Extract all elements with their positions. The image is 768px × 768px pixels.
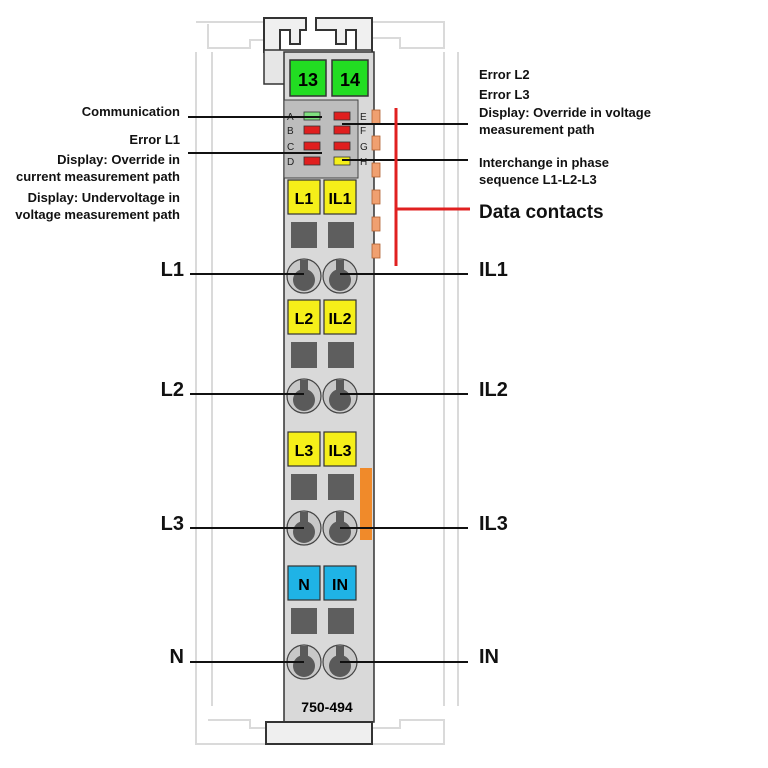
clamp-spring (300, 260, 308, 272)
release-slot (291, 474, 317, 500)
release-slot (328, 342, 354, 368)
data-contact (371, 243, 381, 259)
led-left-d (303, 156, 321, 166)
data-contact (371, 109, 381, 125)
marker-il3 (323, 431, 357, 467)
marker-label: N (298, 577, 310, 594)
marker-il1 (323, 179, 357, 215)
marker-l1 (287, 179, 321, 215)
marker-label: L1 (295, 191, 314, 208)
led-letter-right: G (360, 142, 368, 153)
marker-l2 (287, 299, 321, 335)
model-number: 750-494 (301, 699, 353, 715)
connection-label-il1: IL1 (479, 259, 508, 281)
label-error-l1: Error L1 (129, 132, 180, 147)
data-contact (371, 135, 381, 151)
clamp-spring (336, 380, 344, 392)
connection-label-n: N (169, 646, 184, 668)
data-contact (371, 216, 381, 232)
marker-n (287, 565, 321, 601)
label-interchange: Interchange in phase sequence L1-L2-L3 (479, 155, 610, 187)
marker-label: IL1 (328, 191, 351, 208)
top-terminal-13 (289, 59, 327, 97)
release-slot (328, 222, 354, 248)
clamp-conductor-hole (293, 655, 315, 677)
marker-label: L3 (295, 443, 314, 460)
led-left-c (303, 141, 321, 151)
led-letter-left: B (287, 126, 294, 137)
top-terminal-markers: 13 14 (289, 59, 369, 97)
led-right-g (333, 141, 351, 151)
led-letter-left: C (287, 142, 294, 153)
marker-l3 (287, 431, 321, 467)
release-slot (328, 608, 354, 634)
label-display-current: Display: Override in current measurement… (16, 152, 180, 184)
clamp-spring (336, 260, 344, 272)
connection-label-l1: L1 (160, 259, 184, 281)
clamp-spring (336, 512, 344, 524)
clamp-conductor-hole (293, 389, 315, 411)
top-terminal-label: 14 (340, 70, 360, 90)
data-contact (371, 189, 381, 205)
label-communication: Communication (81, 104, 180, 119)
marker-label: IL3 (328, 443, 351, 460)
connection-label-il3: IL3 (479, 513, 508, 535)
led-left-b (303, 125, 321, 135)
release-slot (291, 608, 317, 634)
release-slot (291, 342, 317, 368)
label-display-undervoltage: Display: Undervoltage in voltage measure… (15, 190, 180, 222)
marker-label: L2 (295, 311, 314, 328)
data-contact (371, 162, 381, 178)
marker-label: IN (332, 577, 348, 594)
clamp-conductor-hole (329, 655, 351, 677)
clamp-conductor-hole (293, 269, 315, 291)
led-letter-right: H (360, 157, 367, 168)
top-terminal-label: 13 (298, 70, 318, 90)
clamp-conductor-hole (293, 521, 315, 543)
label-error-l2: Error L2 (479, 67, 530, 82)
led-right-f (333, 125, 351, 135)
data-contacts-bracket (394, 108, 470, 266)
data-contacts (371, 109, 381, 259)
clamp-conductor-hole (329, 389, 351, 411)
marker-label: IL2 (328, 311, 351, 328)
clamp-spring (300, 646, 308, 658)
connection-label-in: IN (479, 646, 499, 668)
label-display-voltage: Display: Override in voltage measurement… (479, 105, 651, 137)
clamp-conductor-hole (329, 269, 351, 291)
clamp-spring (300, 380, 308, 392)
side-strip (360, 468, 372, 540)
connection-label-l2: L2 (160, 379, 184, 401)
marker-in (323, 565, 357, 601)
led-right-e (333, 111, 351, 121)
led-letter-right: E (360, 112, 367, 123)
led-letter-left: D (287, 157, 294, 168)
release-slot (328, 474, 354, 500)
clamp-spring (300, 512, 308, 524)
release-slot (291, 222, 317, 248)
top-terminal-14 (331, 59, 369, 97)
clamp-spring (336, 646, 344, 658)
connection-label-l3: L3 (160, 513, 184, 535)
leader-lines (188, 116, 468, 663)
clamp-conductor-hole (329, 521, 351, 543)
label-data-contacts: Data contacts (479, 202, 604, 223)
marker-il2 (323, 299, 357, 335)
led-letter-right: F (360, 126, 366, 137)
label-error-l3: Error L3 (479, 87, 530, 102)
connection-label-il2: IL2 (479, 379, 508, 401)
